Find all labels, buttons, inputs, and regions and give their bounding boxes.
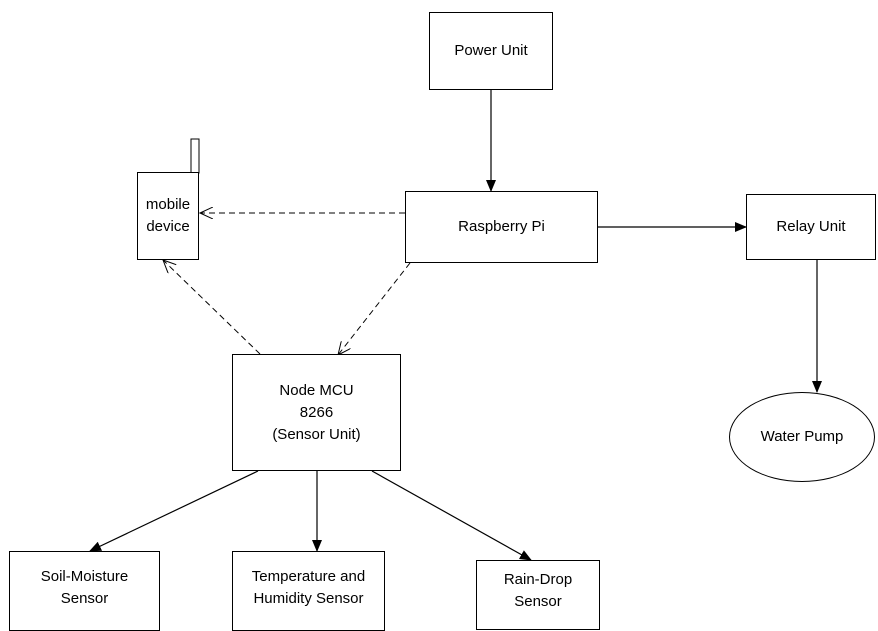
rain-drop-label-line1: Rain-Drop — [503, 571, 573, 588]
edge-nodemcu-to-mobile — [163, 260, 261, 355]
power-unit-box: Power Unit — [429, 12, 553, 90]
temp-humidity-label-line1: Temperature and — [251, 568, 366, 585]
power-unit-label: Power Unit — [454, 42, 528, 59]
temp-humidity-box: Temperature and Humidity Sensor — [232, 551, 385, 631]
mobile-device-box: mobile device — [137, 172, 199, 260]
soil-moisture-box: Soil-Moisture Sensor — [9, 551, 160, 631]
edge-nodemcu-to-rain — [371, 470, 532, 561]
rain-drop-box: Rain-Drop Sensor — [476, 560, 600, 630]
raspberry-pi-label: Raspberry Pi — [458, 218, 545, 235]
relay-unit-label: Relay Unit — [776, 218, 846, 235]
node-mcu-label-line1: Node MCU — [279, 381, 354, 399]
node-mcu-box: Node MCU 8266 (Sensor Unit) — [232, 354, 401, 471]
temp-humidity-label-line2: Humidity Sensor — [253, 590, 364, 607]
mobile-device-label-line1: mobile — [145, 196, 191, 213]
mobile-device-label-line2: device — [146, 218, 190, 235]
water-pump-ellipse: Water Pump — [729, 392, 875, 482]
rain-drop-label-line2: Sensor — [514, 593, 562, 610]
soil-moisture-label-line2: Sensor — [60, 590, 109, 607]
soil-moisture-label-line1: Soil-Moisture — [40, 568, 129, 585]
node-mcu-label-line2: 8266 — [299, 403, 334, 421]
node-mcu-label-line3: (Sensor Unit) — [272, 425, 361, 443]
raspberry-pi-box: Raspberry Pi — [405, 191, 598, 263]
antenna-icon — [190, 138, 200, 174]
edge-raspberry-to-nodemcu — [338, 262, 411, 355]
water-pump-label: Water Pump — [760, 428, 844, 445]
edge-nodemcu-to-soil — [89, 470, 259, 552]
relay-unit-box: Relay Unit — [746, 194, 876, 260]
